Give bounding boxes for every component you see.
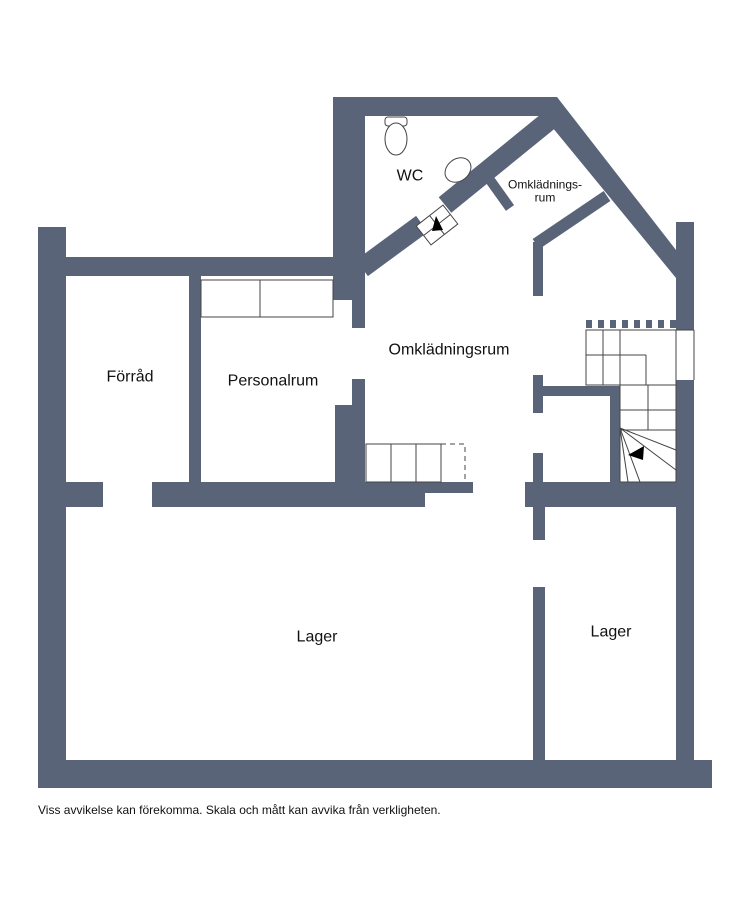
room-label-omkladningsrum: Omklädningsrum bbox=[388, 341, 510, 359]
wall-forrad-divider bbox=[189, 275, 201, 485]
wall-personalrum-right bbox=[335, 379, 365, 507]
room-label-line2: rum bbox=[534, 190, 556, 204]
wall-lager-divider-top bbox=[533, 507, 545, 540]
wall-right-room-side bbox=[610, 386, 620, 484]
wall-left-outer bbox=[38, 227, 66, 788]
wall-omkl-vertical bbox=[533, 242, 543, 296]
room-label-lager-left: Lager bbox=[296, 628, 338, 646]
wall-right-upper bbox=[676, 222, 694, 330]
wall-middle-bottom-ext bbox=[365, 482, 473, 493]
wall-diagonal-outer bbox=[543, 97, 676, 278]
wall-lager-divider bbox=[533, 587, 545, 762]
disclaimer-text: Viss avvikelse kan förekomma. Skala och … bbox=[38, 803, 441, 817]
wall-right-room-top-stub bbox=[533, 375, 543, 413]
diagonal-walls bbox=[356, 110, 611, 277]
wall-wc-diagonal-upper bbox=[438, 110, 559, 213]
staircase bbox=[585, 329, 695, 483]
room-label-forrad: Förråd bbox=[106, 368, 154, 386]
wall-forrad-bottom bbox=[38, 482, 103, 507]
wall-top-left bbox=[38, 257, 358, 276]
wall-right-room-top bbox=[543, 386, 620, 396]
cabinets bbox=[200, 279, 334, 318]
arrow-down-icon bbox=[628, 446, 644, 460]
wall-bottom-outer bbox=[38, 760, 712, 788]
wall-lager-top-right bbox=[525, 482, 694, 507]
bench bbox=[365, 443, 466, 483]
wall-right-room-stub bbox=[533, 453, 543, 483]
sink-icon bbox=[444, 157, 472, 183]
wall-wc-top bbox=[333, 97, 557, 116]
walls bbox=[38, 97, 712, 788]
wall-right-lower bbox=[676, 380, 694, 770]
room-label-lager-right: Lager bbox=[590, 623, 632, 641]
wall-wc-diagonal-lower bbox=[356, 215, 428, 277]
wall-wc-left bbox=[333, 97, 365, 328]
fixtures bbox=[200, 116, 695, 483]
wall-stub bbox=[485, 177, 515, 211]
room-label-personalrum: Personalrum bbox=[227, 372, 319, 390]
wall-omkl-diagonal bbox=[532, 191, 611, 249]
room-label-omkladningsrum-small: Omklädnings- rum bbox=[508, 178, 582, 203]
toilet-icon bbox=[384, 116, 408, 156]
stair-balusters bbox=[586, 320, 676, 328]
room-label-line1: Omklädnings- bbox=[507, 177, 583, 192]
room-label-wc: WC bbox=[396, 167, 424, 185]
arrow-up-icon bbox=[432, 216, 443, 231]
